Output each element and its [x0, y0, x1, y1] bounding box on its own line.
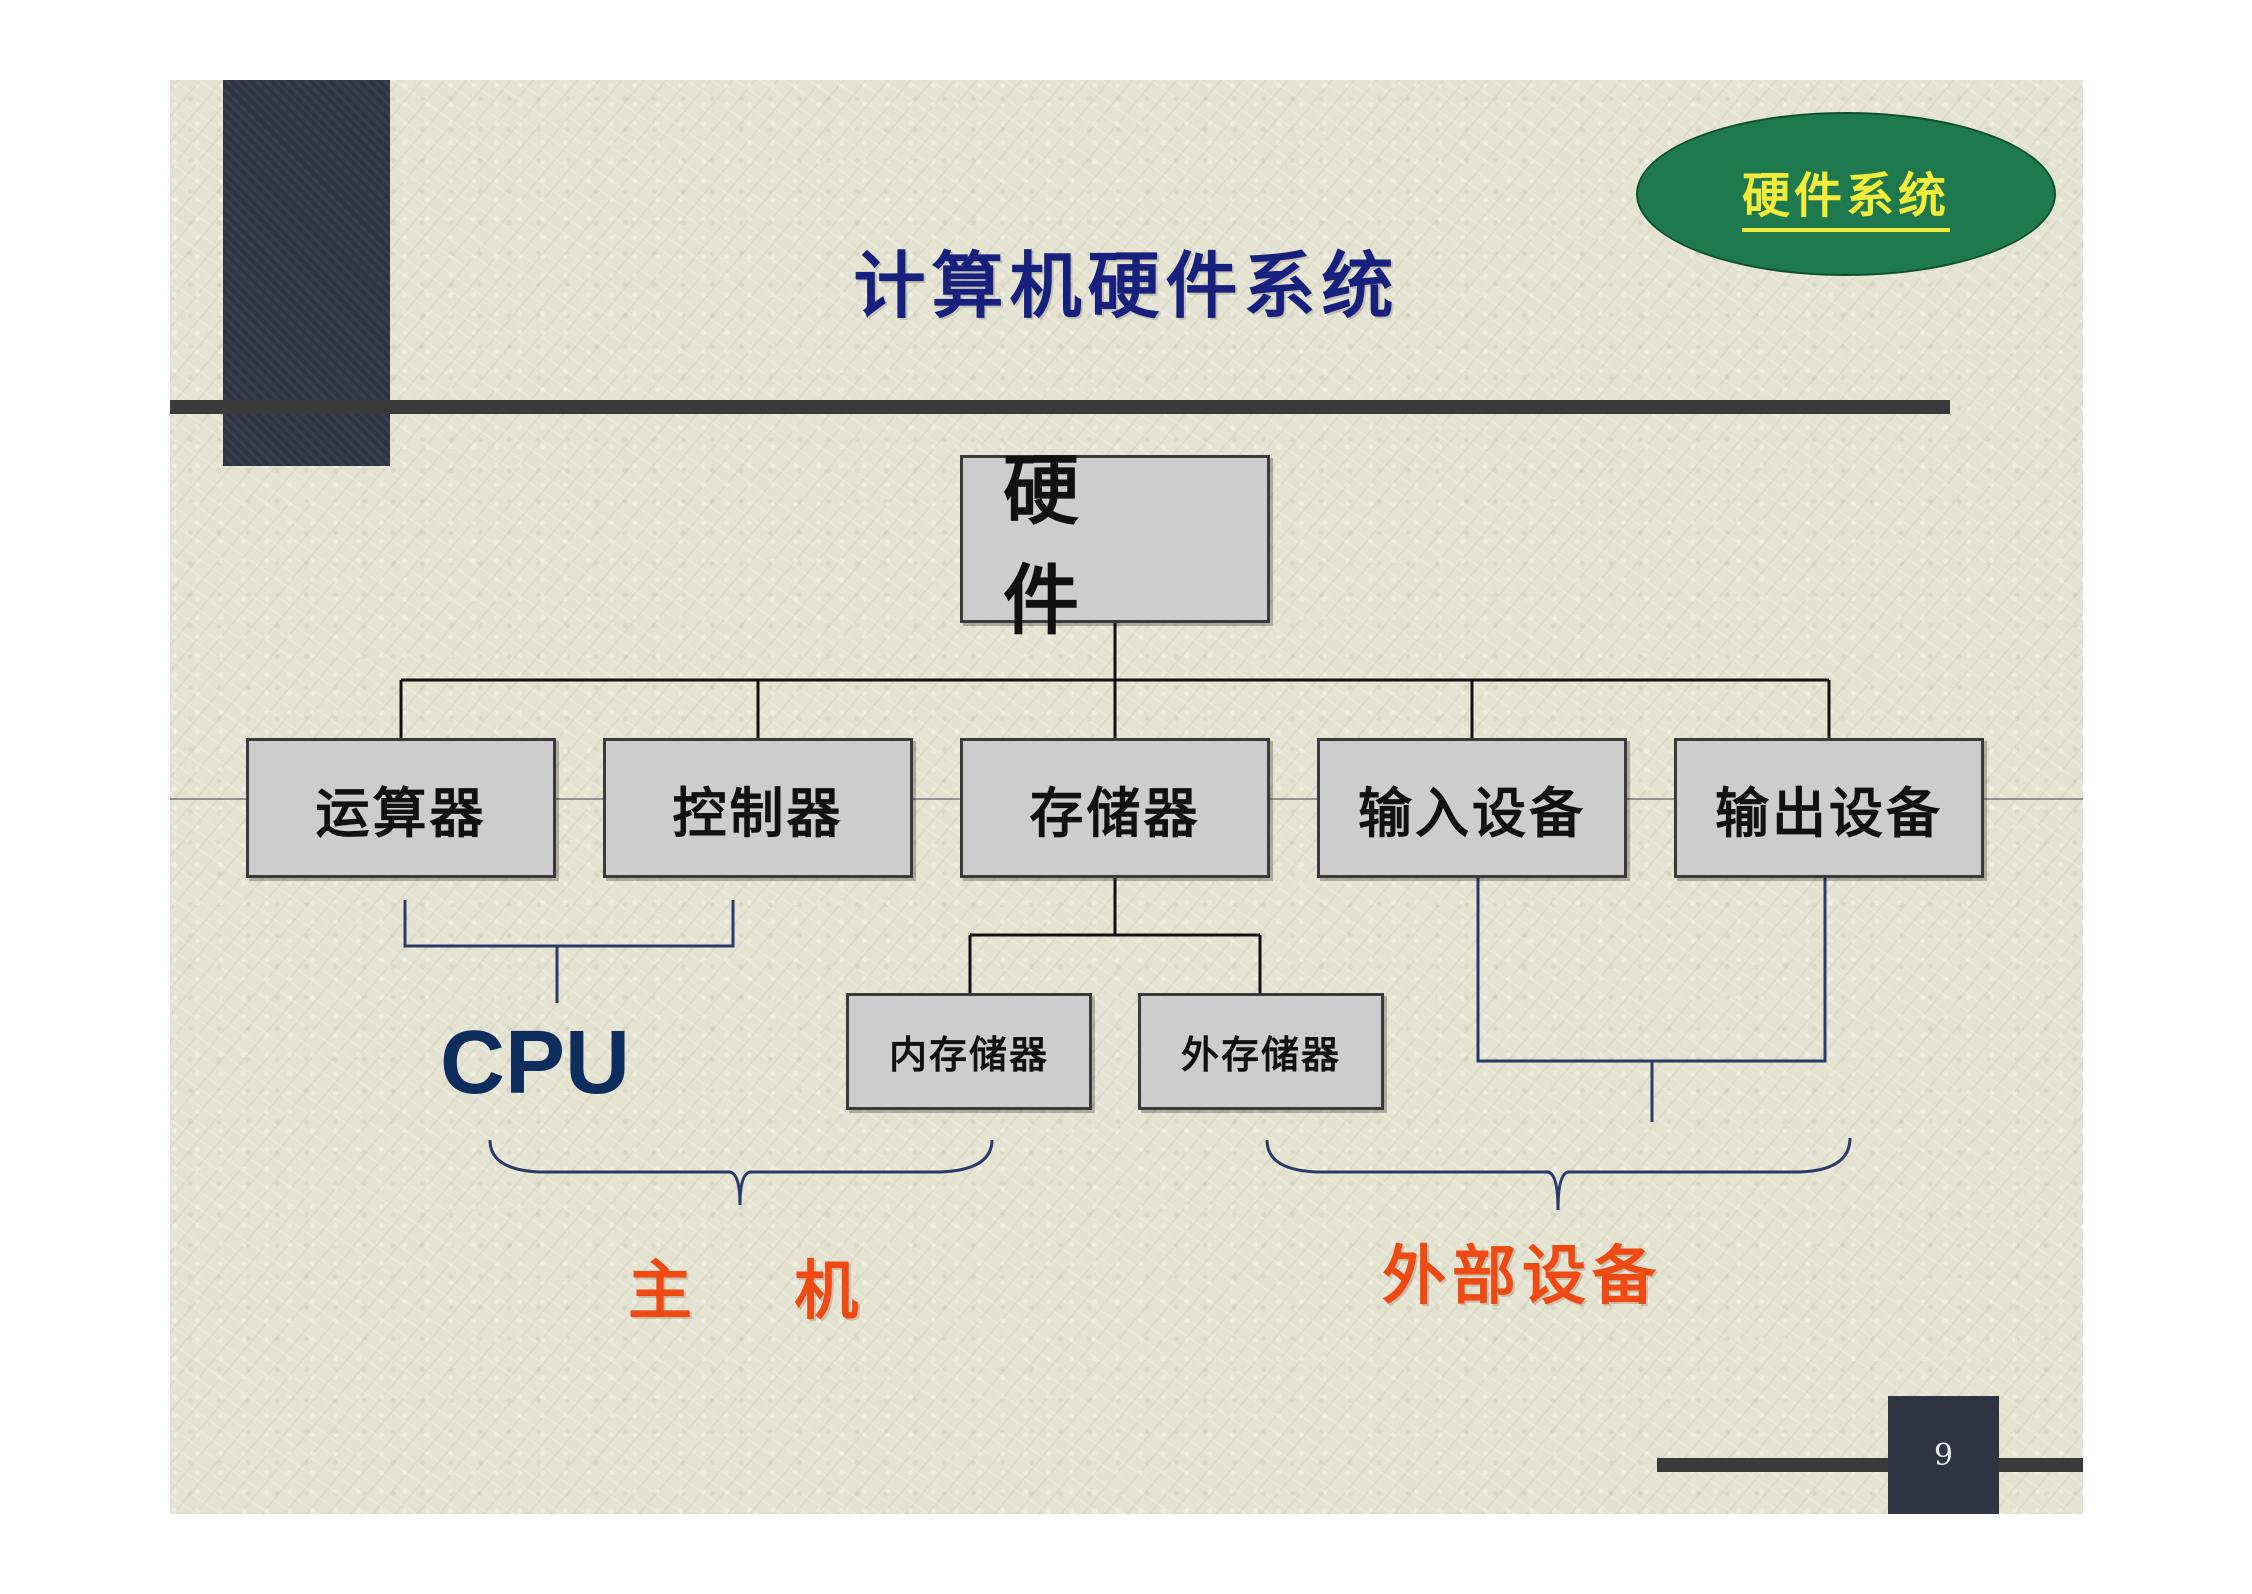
- page-title: 计算机硬件系统: [853, 244, 1400, 328]
- host-label: 主 机: [628, 1255, 899, 1329]
- cpu-label: CPU: [440, 1013, 631, 1113]
- internal-memory-box: 内存储器: [846, 993, 1092, 1110]
- storage-box: 存储器: [960, 738, 1270, 878]
- alu-box: 运算器: [246, 738, 556, 878]
- title-divider-bar: [170, 400, 1950, 414]
- output-device-box: 输出设备: [1674, 738, 1984, 878]
- hardware-root-box: 硬 件: [960, 446, 1270, 645]
- io-bracket: [1476, 878, 1827, 1122]
- external-memory-box: 外存储器: [1138, 993, 1384, 1110]
- input-device-box: 输入设备: [1317, 738, 1627, 878]
- peripheral-label: 外部设备: [1382, 1240, 1662, 1314]
- footer-bar: [1657, 1458, 2083, 1472]
- tree-connectors: [399, 623, 1831, 993]
- slide: 计算机硬件系统 硬件系统: [170, 80, 2083, 1514]
- section-badge-label: 硬件系统: [1741, 156, 1950, 232]
- controller-box: 控制器: [603, 738, 913, 878]
- section-badge[interactable]: 硬件系统: [1636, 112, 2056, 276]
- peripheral-brace: [1265, 1137, 1852, 1211]
- host-brace: [488, 1139, 994, 1206]
- page-number: 9: [1888, 1396, 1999, 1514]
- cpu-bracket: [403, 900, 735, 1003]
